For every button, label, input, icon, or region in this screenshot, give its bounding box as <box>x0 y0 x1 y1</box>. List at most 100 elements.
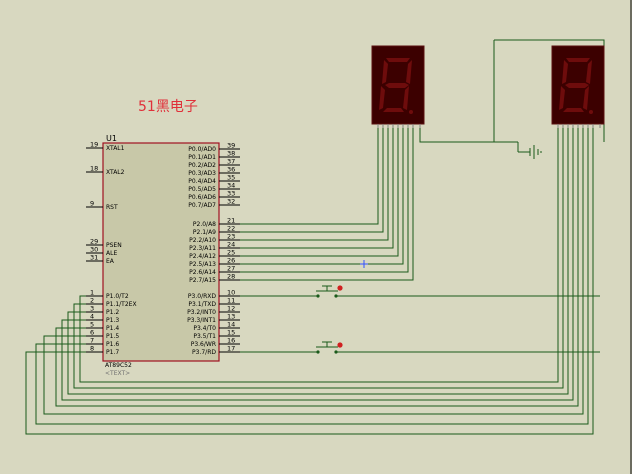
pin-label: P0.3/AD3 <box>188 170 216 177</box>
seven-segment-display-left[interactable] <box>371 45 425 128</box>
pin-number: 12 <box>227 305 235 313</box>
pin-label: P2.2/A10 <box>189 237 216 244</box>
wire-p23 <box>240 124 394 249</box>
pin-label: P0.0/AD0 <box>188 146 216 153</box>
pin-label: P1.7 <box>106 349 119 356</box>
pin-label: P3.3/INT1 <box>187 317 216 324</box>
chip-text-tag: <TEXT> <box>105 370 130 377</box>
pin-number: 22 <box>227 225 235 233</box>
pin-label: P2.3/A11 <box>189 245 216 252</box>
seven-segment-display-right[interactable] <box>551 45 605 128</box>
pin-number: 17 <box>227 345 235 353</box>
wire-p26 <box>240 124 409 273</box>
pin-number: 3 <box>90 305 94 313</box>
pin-number: 34 <box>227 182 235 190</box>
pin-label: P3.4/T0 <box>193 325 216 332</box>
push-switch-1[interactable] <box>312 285 343 299</box>
pin-label: PSEN <box>106 242 122 249</box>
annotation-text: 51黑电子 <box>138 99 198 115</box>
pin-label: P3.1/TXD <box>188 301 216 308</box>
pin-number: 28 <box>227 273 235 281</box>
segments-right-icon <box>559 58 593 114</box>
pin-number: 39 <box>227 142 235 150</box>
pin-label: P3.6/WR <box>191 341 216 348</box>
pin-label: P2.0/A8 <box>193 221 216 228</box>
pin-number: 38 <box>227 150 235 158</box>
pin-label: P2.5/A13 <box>189 261 216 268</box>
pin-label: P2.7/A15 <box>189 277 216 284</box>
pin-number: 30 <box>90 246 98 254</box>
pin-label: P1.0/T2 <box>106 293 129 300</box>
wire-p22 <box>240 124 389 241</box>
pin-number: 37 <box>227 158 235 166</box>
pin-number: 8 <box>90 345 94 353</box>
wire-left-common <box>419 124 518 143</box>
pin-label: P2.4/A12 <box>189 253 216 260</box>
pin-number: 21 <box>227 217 235 225</box>
pin-number: 24 <box>227 241 235 249</box>
wire-p25 <box>240 124 404 265</box>
wire-p24 <box>240 124 399 257</box>
wire-p15 <box>43 124 584 415</box>
pin-label: P2.1/A9 <box>193 229 216 236</box>
push-switch-2[interactable] <box>312 341 343 354</box>
chip-ref: U1 <box>106 134 117 143</box>
wires <box>25 39 605 435</box>
wire-p12 <box>67 124 569 395</box>
pin-label: P1.5 <box>106 333 119 340</box>
switch-1-indicator-icon <box>337 285 343 291</box>
pin-number: 31 <box>90 254 98 262</box>
wire-p10 <box>79 124 559 383</box>
chip-body[interactable] <box>102 142 220 362</box>
pin-number: 13 <box>227 313 235 321</box>
pin-number: 19 <box>90 141 98 149</box>
pin-number: 2 <box>90 297 94 305</box>
pin-number: 1 <box>90 289 94 297</box>
pin-number: 9 <box>90 200 94 208</box>
pin-label: P1.6 <box>106 341 119 348</box>
probe-marker <box>360 260 368 268</box>
pin-number: 25 <box>227 249 235 257</box>
